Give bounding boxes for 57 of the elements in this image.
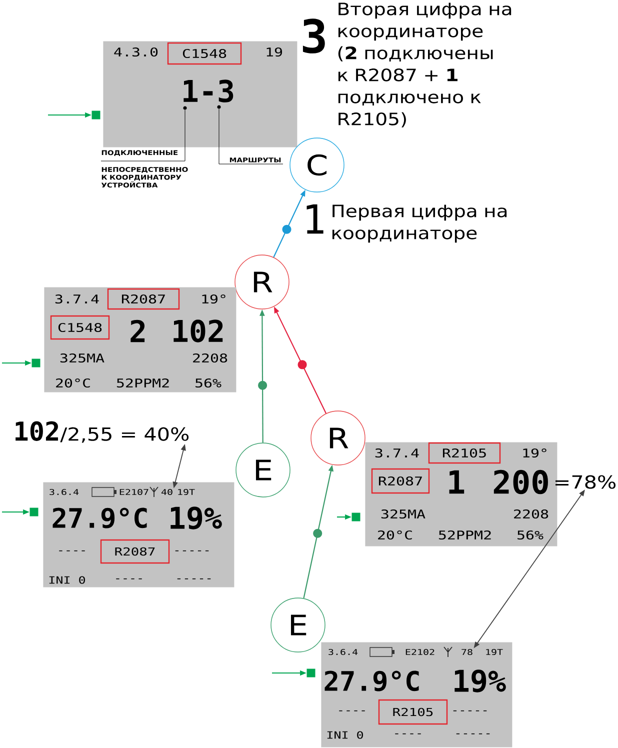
lcd-reading: 1 [449,470,464,494]
highlight-box: R2105 [378,699,448,725]
highlight-box: C1548 [50,315,110,340]
leader-line [218,108,284,164]
lcd-reading: 2 [130,320,145,342]
lcd-reading: 27.9°C [324,670,419,692]
lcd-reading: E2107 [120,488,148,496]
lcd-reading: ----- [177,578,211,580]
lcd-reading: 56% [196,378,222,388]
lcd-reading: 19T [178,488,195,496]
lcd-reading: 19° [202,294,226,304]
lcd-reading: 20°C [56,378,90,388]
lcd-reading: 3.7.4 [375,448,419,458]
lcd-reading: 3.6.4 [328,648,358,656]
lcd-reading: 40 [161,488,172,496]
lcd-reading: 2208 [514,509,548,519]
highlight-box: R2105 [428,442,501,464]
lcd-reading: 19% [170,506,222,530]
lcd-digit: 3 [302,18,325,54]
lcd-reading: 56% [518,530,544,540]
lcd-reading: 52PPM2 [116,378,169,388]
lcd-reading: 27.9°C [52,508,147,528]
lcd-reading: 20°C [378,530,412,540]
lcd-reading: 2208 [193,353,228,363]
highlight-box: R2087 [100,539,170,564]
lcd-reading: INI 0 [49,576,85,584]
highlight-box: R2087 [371,468,430,494]
lcd-reading: E2102 [406,648,434,656]
lcd-reading: 3.6.4 [50,488,79,496]
lcd-reading: INI 0 [327,731,363,739]
note-text: Вторая цифра на координаторе (2 подключены к R2087 + 1 подключено к R2105) [338,2,512,128]
lcd-reading: ----- [456,733,490,734]
lcd-reading: 52PPM2 [438,530,491,540]
lcd-reading: 19° [523,448,546,458]
lcd-reading: ---- [116,578,142,580]
lcd-reading: ----- [175,550,209,552]
lcd-reading: 4.3.0 [114,47,158,57]
highlight-box: C1548 [167,42,242,65]
formula-text: =78% [556,475,616,489]
lcd-digit: 1 [306,204,324,234]
lcd-reading: 3.7.4 [55,294,99,304]
leader-line [100,110,186,162]
lcd-reading: 325MA [381,509,426,519]
lcd-reading: 78 [462,648,472,656]
lcd-reading: 19 [266,47,282,57]
lcd-reading: 102 [174,320,223,342]
lcd-reading: ---- [339,710,365,712]
note-text: Первая цифра на координаторе [332,204,507,243]
lcd-reading: 1-3 [184,80,234,102]
lcd-reading: ---- [59,550,85,552]
lcd-reading: 19T [486,648,503,656]
lcd-reading: ---- [395,733,421,734]
lcd-reading: 200 [494,470,548,494]
lcd-reading: 19% [454,670,506,692]
lcd-reading: 325MA [60,353,104,363]
lcd-reading: ----- [453,710,487,712]
highlight-box: R2087 [107,288,180,310]
